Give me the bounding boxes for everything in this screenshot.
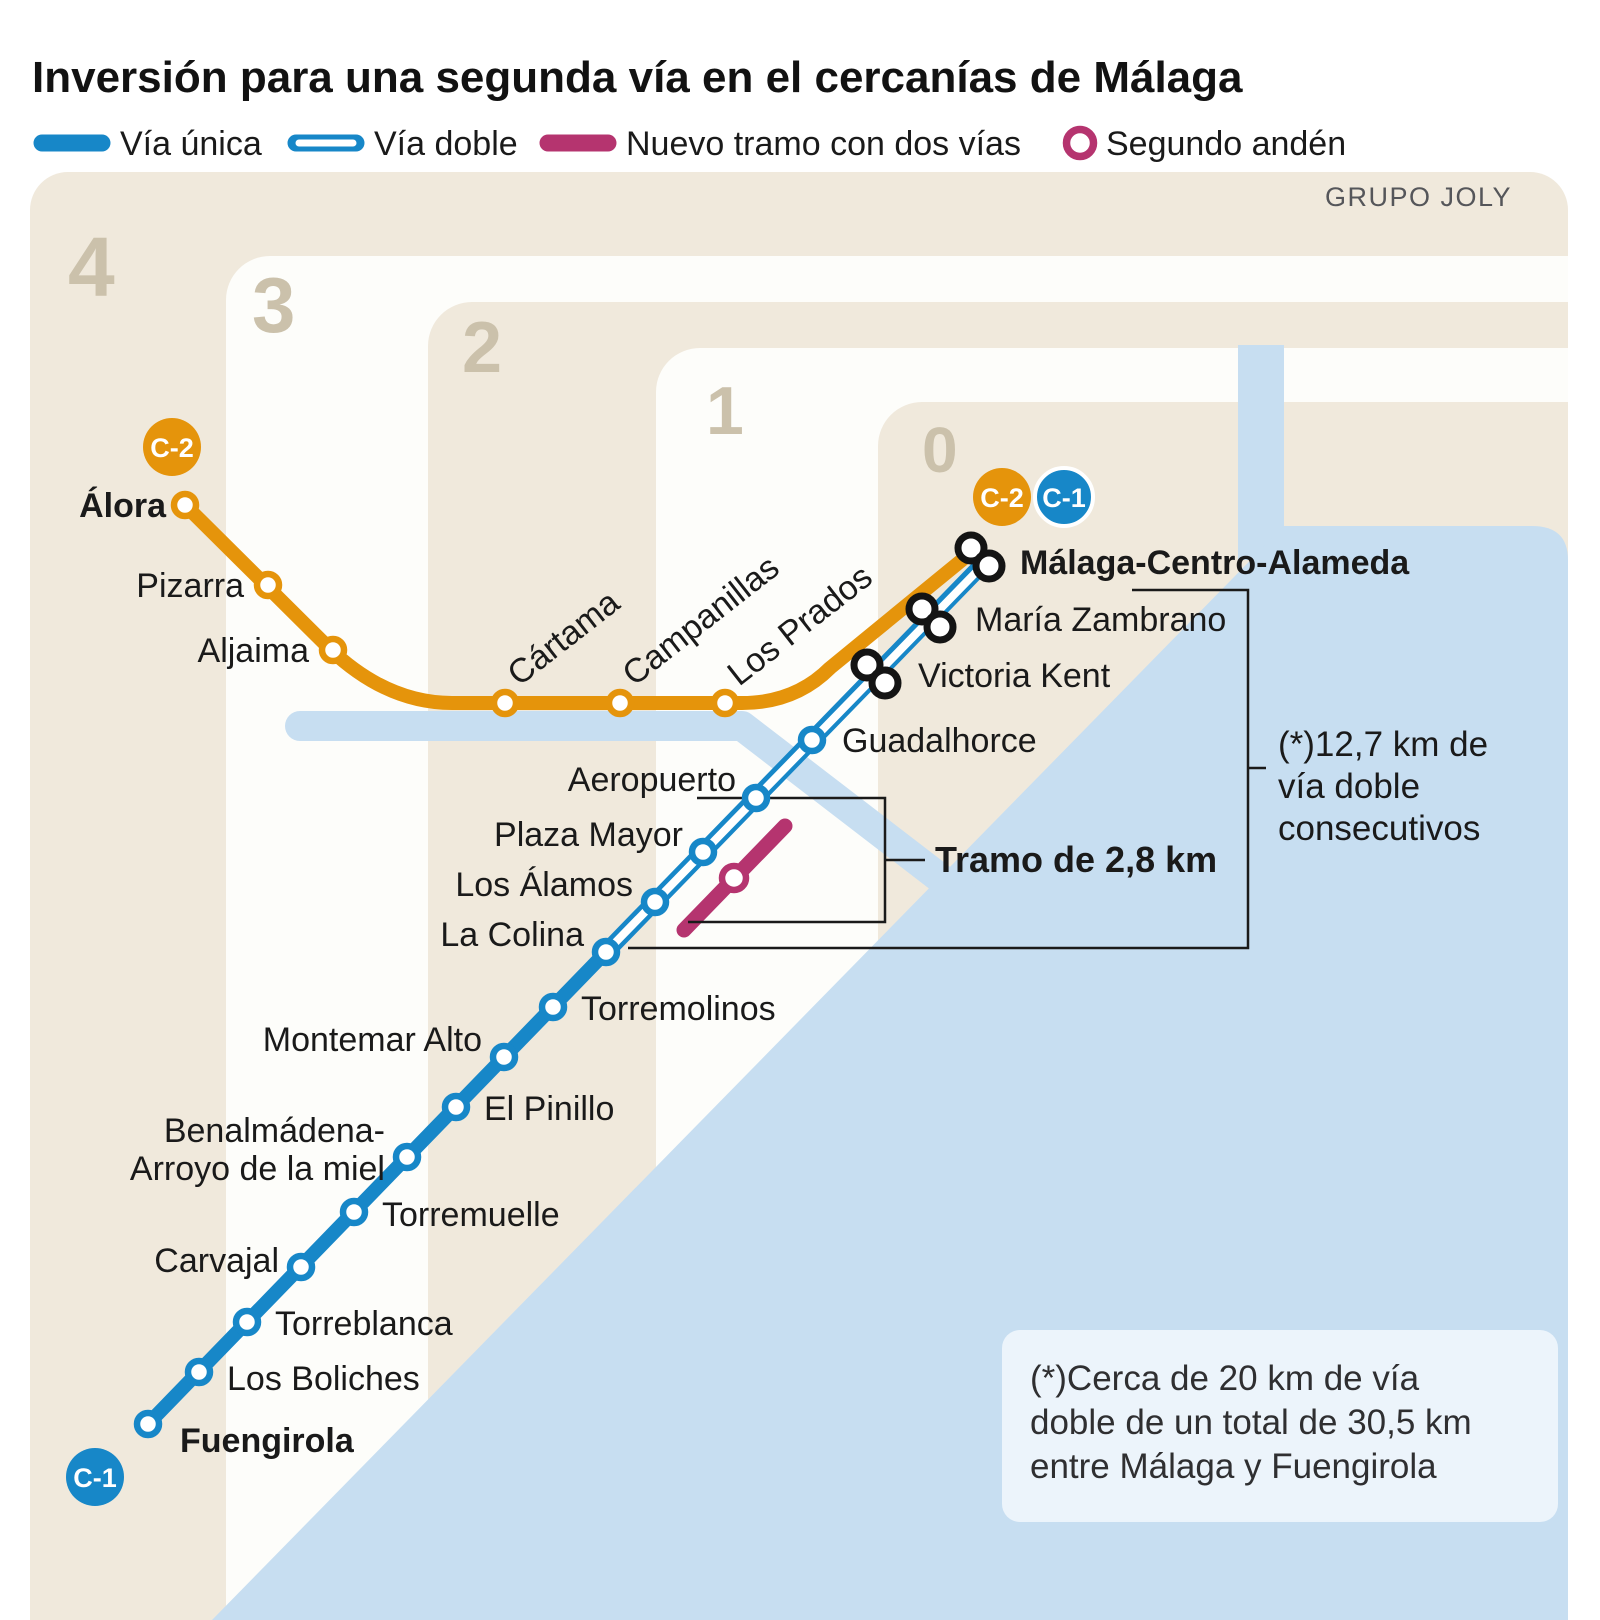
station-marker-maria-zambrano — [905, 592, 957, 644]
legend-label: Segundo andén — [1106, 125, 1346, 163]
river-band — [285, 711, 1007, 933]
station-label-alora: Álora — [79, 487, 167, 525]
second-platform-marker — [718, 862, 750, 894]
station-marker-los-boliches — [184, 1357, 214, 1387]
zone-label-0: 0 — [922, 414, 958, 486]
station-label-guadalhorce: Guadalhorce — [842, 722, 1037, 760]
station-label-torreblanca: Torreblanca — [275, 1305, 453, 1343]
footnote-box: (*)Cerca de 20 km de vía doble de un tot… — [1002, 1330, 1558, 1522]
station-label-aeropuerto: Aeropuerto — [568, 761, 736, 799]
station-marker-torremuelle — [339, 1197, 369, 1227]
via-doble-annotation-line2: vía doble — [1278, 767, 1420, 806]
station-marker-aeropuerto — [741, 783, 771, 813]
legend-label: Vía doble — [374, 125, 518, 163]
zone-label-4: 4 — [68, 220, 115, 314]
station-label-torremuelle: Torremuelle — [382, 1196, 560, 1234]
station-marker-carvajal — [286, 1252, 316, 1282]
legend: Vía única Vía doble Nuevo tramo con dos … — [33, 125, 1346, 163]
station-label-la-colina: La Colina — [440, 916, 584, 954]
page-title: Inversión para una segunda vía en el cer… — [32, 53, 1243, 102]
station-marker-los-alamos — [640, 887, 670, 917]
station-marker-pizarra — [253, 570, 283, 600]
station-marker-guadalhorce — [797, 725, 827, 755]
station-marker-torreblanca — [232, 1307, 262, 1337]
station-label-maria-zambrano: María Zambrano — [975, 601, 1226, 639]
zone-label-1: 1 — [706, 373, 744, 449]
station-label-plaza-mayor: Plaza Mayor — [494, 816, 683, 854]
station-marker-campanillas — [605, 688, 635, 718]
station-marker-cartama — [490, 688, 520, 718]
badge-c1-malaga: C-1 — [1033, 466, 1095, 528]
via-doble-annotation-line3: consecutivos — [1278, 809, 1480, 848]
station-label-el-pinillo: El Pinillo — [484, 1090, 614, 1128]
station-marker-la-colina — [591, 937, 621, 967]
station-marker-torremolinos — [538, 992, 568, 1022]
station-label-pizarra: Pizarra — [136, 567, 244, 605]
station-marker-malaga-centro-alameda — [954, 531, 1006, 583]
legend-item-via-unica: Vía única — [33, 125, 262, 163]
station-marker-plaza-mayor — [688, 837, 718, 867]
station-label-torremolinos: Torremolinos — [581, 990, 776, 1028]
badge-label: C-1 — [73, 1463, 117, 1493]
footnote-line2: doble de un total de 30,5 km — [1030, 1403, 1472, 1442]
station-marker-fuengirola — [133, 1409, 163, 1439]
badge-label: C-2 — [980, 483, 1024, 513]
badge-c2-malaga: C-2 — [973, 468, 1031, 526]
tramo-annotation: Tramo de 2,8 km — [935, 839, 1217, 880]
via-doble-annotation-line1: (*)12,7 km de — [1278, 725, 1488, 764]
station-label-montemar-alto: Montemar Alto — [263, 1021, 482, 1059]
legend-label: Vía única — [120, 125, 262, 163]
river-strip — [1238, 345, 1284, 560]
legend-item-nuevo-tramo: Nuevo tramo con dos vías — [539, 125, 1021, 163]
station-marker-el-pinillo — [441, 1092, 471, 1122]
legend-item-via-doble: Vía doble — [287, 125, 518, 163]
station-label-malaga-centro-alameda: Málaga-Centro-Alameda — [1020, 544, 1410, 582]
badge-c2-alora: C-2 — [143, 418, 201, 476]
legend-item-segundo-anden: Segundo andén — [1062, 125, 1346, 163]
station-label-benalmadena-line2: Arroyo de la miel — [130, 1150, 385, 1188]
second-platform-swatch-icon — [1062, 125, 1098, 161]
station-marker-montemar-alto — [489, 1042, 519, 1072]
c2-line — [178, 498, 980, 710]
badge-label: C-1 — [1042, 483, 1086, 513]
station-label-aljaima: Aljaima — [198, 632, 310, 670]
c1-line-double-inner — [605, 561, 987, 953]
station-label-benalmadena-line1: Benalmádena- — [164, 1112, 385, 1150]
station-label-fuengirola: Fuengirola — [180, 1422, 355, 1460]
station-marker-benalmadena — [392, 1142, 422, 1172]
station-marker-victoria-kent — [850, 648, 902, 700]
zone-label-2: 2 — [462, 308, 502, 388]
station-label-victoria-kent: Victoria Kent — [918, 657, 1111, 695]
station-label-carvajal: Carvajal — [154, 1242, 279, 1280]
station-label-los-alamos: Los Álamos — [455, 866, 633, 904]
c1-line-single — [141, 945, 613, 1431]
station-label-los-boliches: Los Boliches — [227, 1360, 420, 1398]
station-marker-alora — [170, 490, 200, 520]
map-area: 4 3 2 1 0 GRUPO JOLY — [30, 172, 1568, 1620]
credit: GRUPO JOLY — [1325, 182, 1512, 212]
footnote-line1: (*)Cerca de 20 km de vía — [1030, 1359, 1420, 1398]
badge-c1-fuengirola: C-1 — [66, 1448, 124, 1506]
legend-label: Nuevo tramo con dos vías — [626, 125, 1021, 163]
station-marker-aljaima — [318, 635, 348, 665]
zone-label-3: 3 — [252, 261, 295, 349]
footnote-line3: entre Málaga y Fuengirola — [1030, 1447, 1437, 1486]
badge-label: C-2 — [150, 433, 194, 463]
station-marker-los-prados — [710, 688, 740, 718]
